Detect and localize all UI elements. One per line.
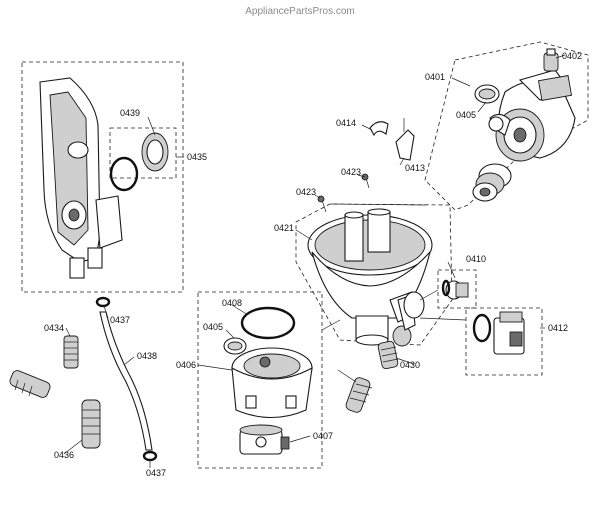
label-0406: 0406	[176, 360, 196, 370]
leader-lines	[63, 54, 566, 468]
group-box-0412	[465, 307, 543, 376]
heat-pump-assembly-part	[488, 69, 576, 162]
label-0439: 0439	[120, 108, 140, 118]
inlet-hose-fitting-part	[9, 370, 51, 398]
drain-pump-housing-part	[231, 347, 313, 418]
label-0423-b: 0423	[341, 167, 361, 177]
label-0405-pump: 0405	[456, 110, 476, 120]
label-0412: 0412	[548, 323, 568, 333]
hose-0436-part	[81, 399, 101, 449]
label-0434: 0434	[44, 323, 64, 333]
screw-0423-a-part	[317, 195, 327, 213]
sump-housing-part	[307, 208, 433, 347]
label-0401: 0401	[425, 72, 445, 82]
label-0407: 0407	[313, 431, 333, 441]
pump-cap-0402-part	[543, 48, 559, 72]
label-0408: 0408	[222, 298, 242, 308]
label-0435: 0435	[187, 152, 207, 162]
label-0438: 0438	[137, 351, 157, 361]
label-0413: 0413	[405, 163, 425, 173]
group-box-0439	[109, 127, 177, 179]
drain-hose-0438-part	[99, 311, 153, 451]
ring-0405-b-part	[223, 337, 247, 355]
label-0436: 0436	[54, 450, 74, 460]
label-0437-b: 0437	[146, 468, 166, 478]
label-0437-a: 0437	[110, 315, 130, 325]
clamp-0437-b-part	[142, 450, 158, 462]
seal-ring-0408-part	[240, 306, 296, 340]
label-0414: 0414	[336, 118, 356, 128]
group-box-0435	[21, 61, 184, 293]
pump-inlet-part	[472, 163, 512, 202]
label-0410: 0410	[466, 254, 486, 264]
drain-pump-motor-0407-part	[239, 424, 290, 455]
hose-spring-0434-part	[63, 335, 79, 369]
bracket-0413-part	[395, 118, 415, 161]
valve-0410-part	[441, 279, 469, 300]
label-0405-drain: 0405	[203, 322, 223, 332]
watermark-text: AppliancePartsPros.com	[245, 6, 355, 17]
label-0423-a: 0423	[296, 187, 316, 197]
cover-0439-part	[109, 132, 169, 192]
group-box-0410	[437, 269, 477, 309]
heater-0412-part	[472, 311, 525, 355]
label-0430: 0430	[400, 360, 420, 370]
side-panel-0435-part	[39, 77, 123, 279]
label-0402: 0402	[562, 51, 582, 61]
label-0421: 0421	[274, 223, 294, 233]
pump-ring-0405-part	[474, 84, 500, 104]
clamp-0437-a-part	[95, 296, 111, 308]
clip-0414-part	[369, 121, 389, 137]
group-box-0401	[424, 41, 589, 211]
fitting-0430-part	[377, 340, 399, 370]
drain-fitting-part	[345, 377, 373, 413]
